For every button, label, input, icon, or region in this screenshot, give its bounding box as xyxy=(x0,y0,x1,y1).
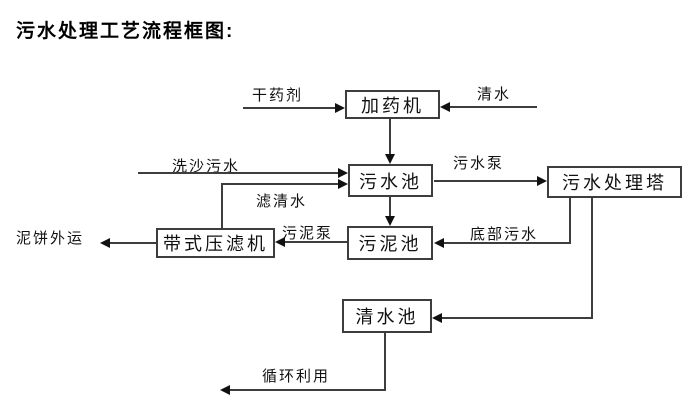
flow-line-dosing-to-sewage xyxy=(389,119,391,155)
flow-line-mud-cake-out xyxy=(110,242,156,244)
flow-line-bottom-sewage xyxy=(444,242,571,244)
edge-label-clean-water: 清水 xyxy=(477,86,512,103)
arrow-right-icon xyxy=(537,176,547,186)
arrow-down-icon xyxy=(385,154,395,164)
edge-label-sewage-pump: 污水泵 xyxy=(453,155,505,172)
arrow-left-icon xyxy=(220,385,230,395)
arrow-left-icon xyxy=(434,238,444,248)
flow-line-sludge-pump xyxy=(285,241,347,243)
flow-line-clean-water xyxy=(450,106,537,108)
flow-line-recycle xyxy=(230,389,386,391)
arrow-left-icon xyxy=(275,237,285,247)
node-belt-filter-press: 带式压滤机 xyxy=(156,228,275,258)
arrow-right-icon xyxy=(338,179,348,189)
arrow-right-icon xyxy=(338,168,348,178)
node-sludge-pool: 污泥池 xyxy=(347,226,433,260)
arrow-left-icon xyxy=(100,238,110,248)
node-treatment-tower: 污水处理塔 xyxy=(547,166,682,198)
flow-line-tower-to-clear xyxy=(442,317,593,319)
page-title: 污水处理工艺流程框图: xyxy=(16,21,235,42)
flow-line-filtered-water xyxy=(221,183,338,185)
edge-label-sand-washing-sewage: 洗沙污水 xyxy=(172,158,241,175)
flow-line-recycle-drop xyxy=(384,333,386,391)
flow-line-sewage-pump xyxy=(434,180,538,182)
arrow-right-icon xyxy=(335,103,345,113)
edge-label-dry-chemical: 干药剂 xyxy=(252,87,304,104)
flow-line-dry-chemical xyxy=(243,107,336,109)
arrow-down-icon xyxy=(385,216,395,226)
flow-line-bottom-sewage-drop xyxy=(569,198,571,244)
node-sewage-pool: 污水池 xyxy=(348,164,433,197)
edge-label-filtered-water: 滤清水 xyxy=(256,193,308,210)
flow-line-sewage-to-sludge xyxy=(389,197,391,217)
node-clear-water-pool: 清水池 xyxy=(342,299,432,333)
arrow-left-icon xyxy=(440,102,450,112)
flow-line-tower-to-clear-drop xyxy=(591,198,593,319)
flow-line-sand-washing xyxy=(138,172,338,174)
edge-label-bottom-sewage: 底部污水 xyxy=(470,226,539,243)
edge-label-recycle: 循环利用 xyxy=(262,368,331,385)
arrow-left-icon xyxy=(432,313,442,323)
edge-label-sludge-pump: 污泥泵 xyxy=(282,225,334,242)
node-dosing-machine: 加药机 xyxy=(345,90,440,119)
edge-label-mud-cake-out: 泥饼外运 xyxy=(16,230,85,247)
flow-line-filtered-water-riser xyxy=(221,183,223,228)
